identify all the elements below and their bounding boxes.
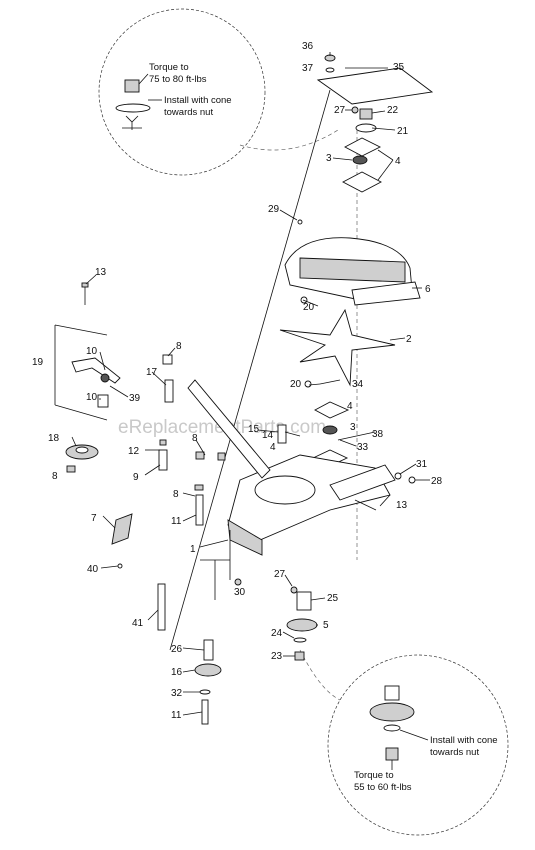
rod-41 <box>157 583 166 631</box>
bottom-detail-inset: Install with cone towards nut Torque to … <box>299 649 509 836</box>
main-frame-1 <box>187 379 396 556</box>
callout-18: 18 <box>48 433 60 444</box>
callout-20-upper: 20 <box>303 302 315 313</box>
callout-21: 21 <box>397 126 409 137</box>
callout-7: 7 <box>91 513 97 524</box>
callout-25: 25 <box>327 593 339 604</box>
callout-24: 24 <box>271 628 283 639</box>
callout-6: 6 <box>425 284 431 295</box>
nut-icon <box>124 79 140 93</box>
callout-27-low: 27 <box>274 569 286 580</box>
callout-13-left: 13 <box>95 267 107 278</box>
top-plate-35 <box>316 67 434 105</box>
impeller-2 <box>279 308 396 387</box>
callout-31: 31 <box>416 459 428 470</box>
bottom-torque-note-line2: 55 to 60 ft-lbs <box>354 782 412 793</box>
callout-34: 34 <box>352 379 364 390</box>
callout-30: 30 <box>234 587 246 598</box>
cone-washer-icon-bottom <box>383 724 401 732</box>
callout-8-upper: 8 <box>176 341 182 352</box>
chute-housing-6 <box>284 237 421 306</box>
callout-39: 39 <box>129 393 141 404</box>
top-detail-inset: Torque to 75 to 80 ft-lbs Install with c… <box>98 8 339 176</box>
callout-2: 2 <box>406 334 412 345</box>
callout-35: 35 <box>393 62 405 73</box>
top-torque-note-line2: 75 to 80 ft-lbs <box>149 74 207 85</box>
callout-27-top: 27 <box>334 105 346 116</box>
callout-32: 32 <box>171 688 183 699</box>
callout-33: 33 <box>357 442 369 453</box>
bottom-torque-note-line1: Torque to <box>354 770 394 781</box>
callout-4-lower: 4 <box>270 442 276 453</box>
callout-40: 40 <box>87 564 99 575</box>
callout-9: 9 <box>133 472 139 483</box>
spring-7 <box>111 513 133 545</box>
callout-20-lower: 20 <box>290 379 302 390</box>
callout-15: 15 <box>248 424 260 435</box>
callout-28: 28 <box>431 476 443 487</box>
callout-10-lower: 10 <box>86 392 98 403</box>
callout-8-mid: 8 <box>192 433 198 444</box>
top-torque-note-line1: Torque to <box>149 62 189 73</box>
callout-3-mid: 3 <box>350 422 356 433</box>
callout-1: 1 <box>190 544 196 555</box>
flange-bearing-4-lower <box>342 171 382 193</box>
callout-4-mid: 4 <box>347 401 353 412</box>
callout-36: 36 <box>302 41 314 52</box>
rod-guide-line <box>169 89 331 651</box>
callout-26: 26 <box>171 644 183 655</box>
callout-22: 22 <box>387 105 399 116</box>
callout-3-top: 3 <box>326 153 332 164</box>
callout-11-lower: 11 <box>171 710 182 721</box>
callout-11-upper: 11 <box>171 516 182 527</box>
callout-16: 16 <box>171 667 183 678</box>
callout-13-right: 13 <box>396 500 408 511</box>
bottom-cone-note-line2: towards nut <box>430 747 479 758</box>
callout-labels: 36 37 35 27 22 21 3 4 29 6 20 2 13 19 10… <box>32 41 443 721</box>
flange-bearing-4-upper <box>344 137 382 157</box>
callout-4-top: 4 <box>395 156 401 167</box>
top-cone-note-line1: Install with cone <box>164 95 232 106</box>
callout-8-left: 8 <box>52 471 58 482</box>
pulley-icon <box>369 702 415 722</box>
callout-19: 19 <box>32 357 44 368</box>
callout-10-upper: 10 <box>86 346 98 357</box>
nut-icon-bottom <box>385 747 399 761</box>
callout-23: 23 <box>271 651 283 662</box>
cone-washer-icon <box>115 103 151 113</box>
bearing-3-upper <box>352 155 368 165</box>
top-cone-note-line2: towards nut <box>164 107 213 118</box>
bottom-cone-note-line1: Install with cone <box>430 735 498 746</box>
callout-5: 5 <box>323 620 329 631</box>
callout-8-low: 8 <box>173 489 179 500</box>
spacer-22 <box>359 108 373 120</box>
callout-17: 17 <box>146 367 158 378</box>
callout-14: 14 <box>262 430 274 441</box>
upper-assembly <box>316 54 434 193</box>
washer-37 <box>325 67 335 73</box>
leader-lines <box>71 52 430 716</box>
callout-12: 12 <box>128 446 140 457</box>
pulley-hub-icon <box>384 685 400 701</box>
callout-29: 29 <box>268 204 280 215</box>
callout-38: 38 <box>372 429 384 440</box>
left-assembly <box>54 282 242 725</box>
callout-41: 41 <box>132 618 144 629</box>
callout-37: 37 <box>302 63 314 74</box>
